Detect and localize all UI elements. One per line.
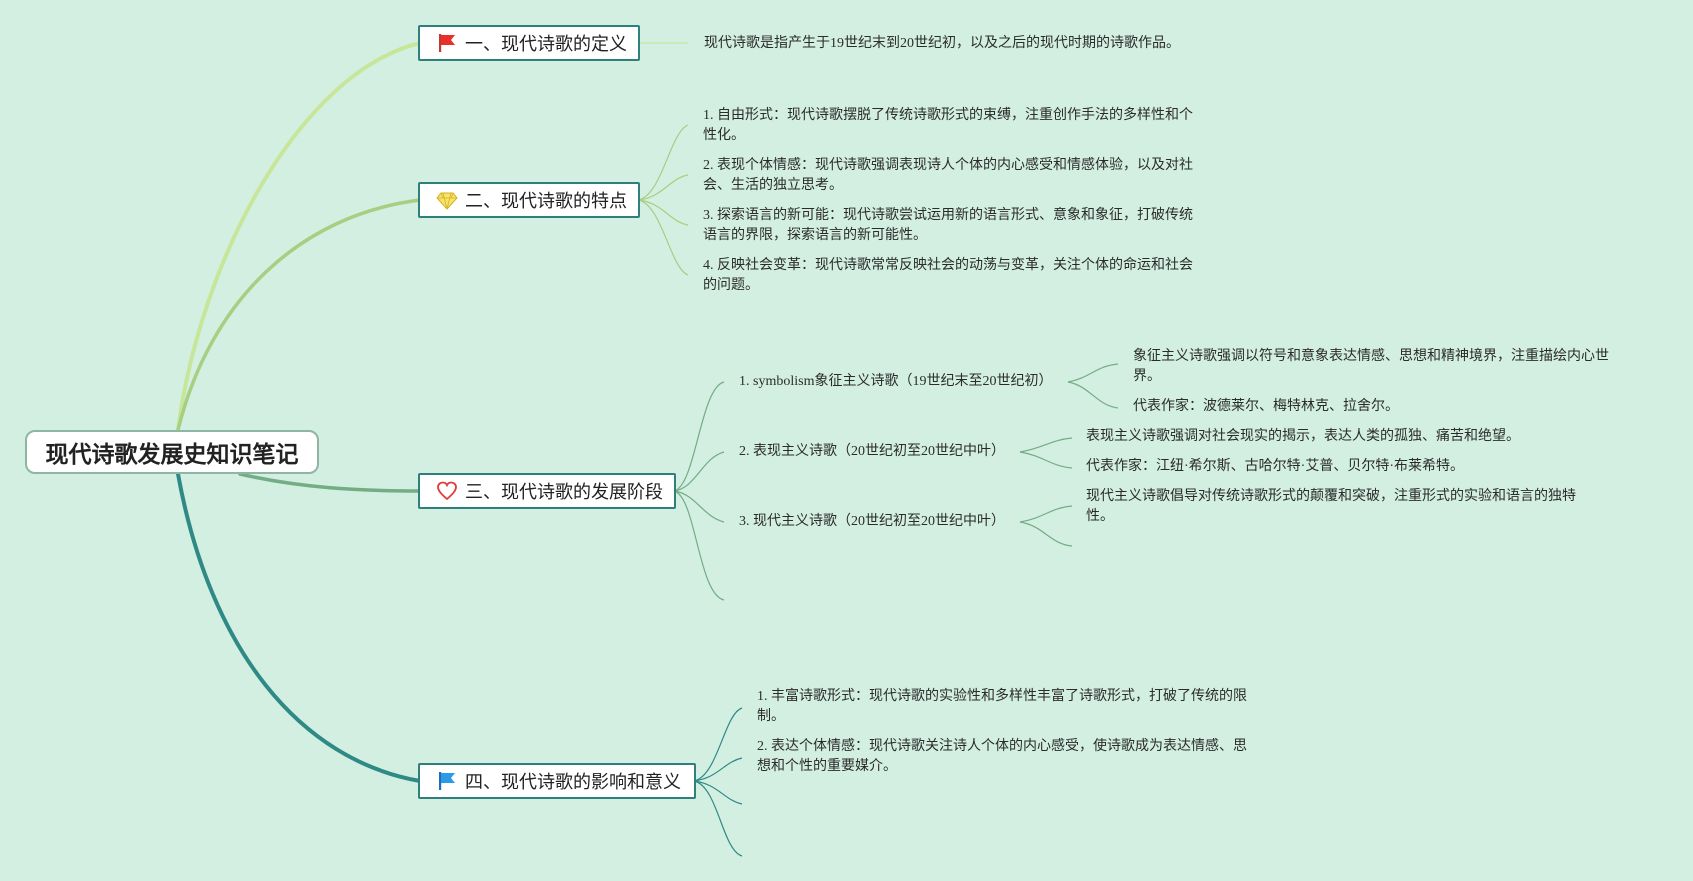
link-stage1-detail2 (1067, 381, 1119, 409)
diamond-icon (436, 189, 458, 211)
link-branch4-empty1 (693, 780, 743, 805)
link-branch3-empty (673, 490, 725, 601)
stage-1-detail-2: 代表作家：波德莱尔、梅特林克、拉舍尔。 (1133, 399, 1399, 414)
link-stage2-detail2 (1019, 451, 1073, 469)
link-root-branch4 (176, 472, 422, 783)
feature-item-4: 4. 反映社会变革：现代诗歌常常反映社会的动荡与变革，关注个体的命运和社会的问题… (703, 258, 1193, 293)
link-root-branch1 (176, 41, 422, 432)
feature-item-3: 3. 探索语言的新可能：现代诗歌尝试运用新的语言形式、意象和象征，打破传统语言的… (703, 208, 1193, 243)
branch-stages-label: 三、现代诗歌的发展阶段 (465, 482, 663, 503)
root-title: 现代诗歌发展史知识笔记 (45, 442, 299, 468)
link-branch2-feature1 (637, 124, 689, 201)
branch-definition-label: 一、现代诗歌的定义 (465, 34, 627, 55)
feature-item-2: 2. 表现个体情感：现代诗歌强调表现诗人个体的内心感受和情感体验，以及对社会、生… (703, 158, 1193, 193)
stage-2-label: 2. 表现主义诗歌（20世纪初至20世纪中叶） (739, 444, 1005, 459)
link-branch3-stage2 (673, 451, 725, 492)
branch-definition[interactable]: 一、现代诗歌的定义 (418, 25, 640, 61)
feature-item-1: 1. 自由形式：现代诗歌摆脱了传统诗歌形式的束缚，注重创作手法的多样性和个性化。 (703, 108, 1193, 143)
link-stage3-detail1 (1019, 505, 1073, 523)
link-branch4-influence2 (693, 757, 743, 782)
link-branch2-feature2 (637, 174, 689, 201)
link-root-branch2 (176, 198, 422, 432)
link-branch2-feature4 (637, 199, 689, 276)
link-root-branch3 (238, 472, 422, 493)
link-stage1-detail1 (1067, 363, 1119, 383)
heart-icon (436, 480, 458, 502)
branch-features-label: 二、现代诗歌的特点 (465, 191, 627, 212)
link-stage3-empty (1019, 521, 1073, 547)
definition-text: 现代诗歌是指产生于19世纪末到20世纪初，以及之后的现代时期的诗歌作品。 (704, 36, 1180, 51)
influence-item-2: 2. 表达个体情感：现代诗歌关注诗人个体的内心感受，使诗歌成为表达情感、思想和个… (757, 739, 1247, 774)
stage-3-detail-1: 现代主义诗歌倡导对传统诗歌形式的颠覆和突破，注重形式的实验和语言的独特性。 (1086, 489, 1576, 524)
branch-features[interactable]: 二、现代诗歌的特点 (418, 182, 640, 218)
stage-2-detail-1: 表现主义诗歌强调对社会现实的揭示，表达人类的孤独、痛苦和绝望。 (1086, 429, 1520, 444)
blue-flag-icon (436, 770, 458, 792)
link-branch4-empty2 (693, 780, 743, 857)
red-flag-icon (436, 32, 458, 54)
stage-3-label: 3. 现代主义诗歌（20世纪初至20世纪中叶） (739, 514, 1005, 529)
link-stage2-detail1 (1019, 437, 1073, 453)
link-branch2-feature3 (637, 199, 689, 226)
branch-influence[interactable]: 四、现代诗歌的影响和意义 (418, 763, 696, 799)
root-node[interactable]: 现代诗歌发展史知识笔记 (25, 430, 319, 474)
link-branch3-stage1 (673, 381, 725, 492)
link-branch4-influence1 (693, 707, 743, 782)
stage-1-label: 1. symbolism象征主义诗歌（19世纪末至20世纪初） (739, 374, 1053, 389)
link-branch3-stage3 (673, 490, 725, 523)
branch-stages[interactable]: 三、现代诗歌的发展阶段 (418, 473, 676, 509)
influence-item-1: 1. 丰富诗歌形式：现代诗歌的实验性和多样性丰富了诗歌形式，打破了传统的限制。 (757, 689, 1247, 724)
branch-influence-label: 四、现代诗歌的影响和意义 (465, 772, 681, 793)
stage-2-detail-2: 代表作家：江纽·希尔斯、古哈尔特·艾普、贝尔特·布莱希特。 (1086, 459, 1464, 474)
stage-1-detail-1: 象征主义诗歌强调以符号和意象表达情感、思想和精神境界，注重描绘内心世界。 (1133, 349, 1609, 384)
